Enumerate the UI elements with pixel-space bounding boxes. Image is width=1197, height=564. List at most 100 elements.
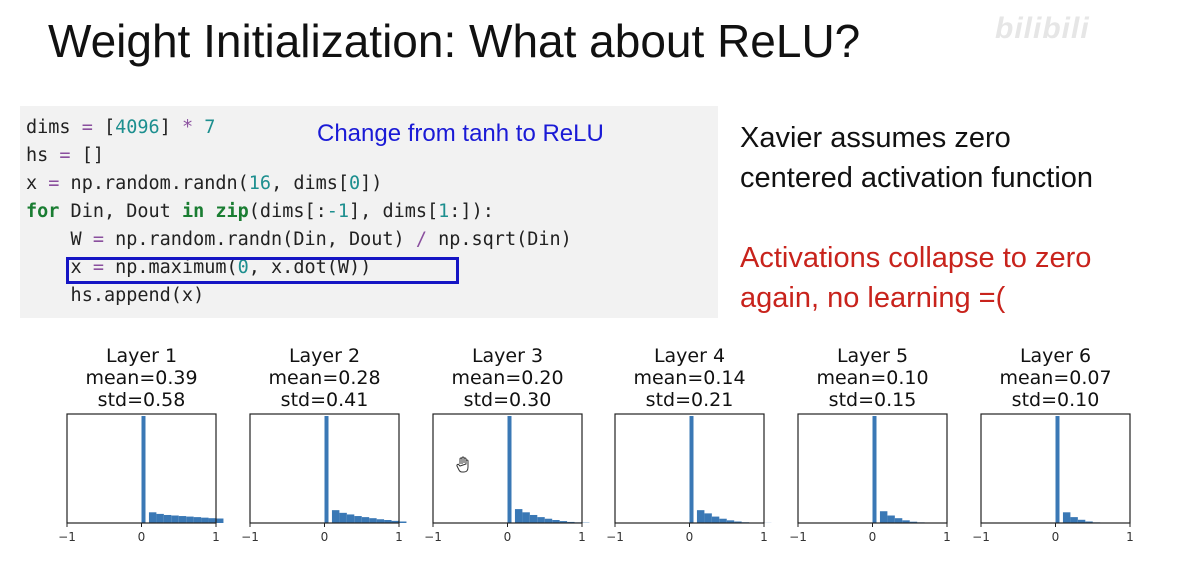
histogram-bar bbox=[514, 509, 523, 523]
histogram-bar bbox=[734, 521, 742, 523]
code-line-6: x = np.maximum(0, x.dot(W)) bbox=[26, 257, 372, 278]
histogram-stat: mean=0.39 bbox=[85, 367, 197, 389]
histogram-tick-label: 1 bbox=[1126, 530, 1134, 544]
histogram-bar bbox=[141, 416, 146, 523]
histogram-bar bbox=[156, 513, 164, 523]
histogram-stat: mean=0.10 bbox=[816, 367, 928, 389]
histogram-stat: mean=0.20 bbox=[451, 367, 563, 389]
histogram-bar bbox=[186, 516, 194, 523]
histogram-bar bbox=[399, 521, 407, 523]
histogram-bar bbox=[537, 517, 545, 523]
xavier-note: Xavier assumes zero centered activation … bbox=[740, 118, 1093, 198]
histogram-bar bbox=[887, 515, 895, 523]
histogram-stat: std=0.30 bbox=[464, 389, 552, 411]
histogram-tick-label: −1 bbox=[241, 530, 259, 544]
histogram-bar bbox=[346, 514, 355, 523]
histogram-title: Layer 4 bbox=[654, 345, 725, 367]
histogram-bar bbox=[354, 516, 362, 523]
histogram-title: Layer 1 bbox=[106, 345, 177, 367]
histogram-bar bbox=[1062, 512, 1071, 523]
histogram-tick-label: 1 bbox=[212, 530, 220, 544]
histogram-bar bbox=[726, 520, 735, 523]
histogram-tick-label: 0 bbox=[686, 530, 694, 544]
code-line-2: hs = [] bbox=[26, 145, 104, 166]
histogram-bar bbox=[507, 416, 512, 523]
histogram-tick-label: 0 bbox=[138, 530, 146, 544]
histogram-title: Layer 6 bbox=[1020, 345, 1091, 367]
histogram-stat: std=0.58 bbox=[98, 389, 186, 411]
code-line-7: hs.append(x) bbox=[26, 285, 205, 306]
histogram-stat: std=0.10 bbox=[1012, 389, 1100, 411]
histogram-bar bbox=[1055, 416, 1060, 523]
histogram-bar bbox=[1070, 517, 1078, 523]
histogram-tick-label: −1 bbox=[972, 530, 990, 544]
histogram-bar bbox=[361, 517, 370, 523]
histogram-bar bbox=[689, 416, 694, 523]
histogram-bar bbox=[339, 512, 347, 523]
histogram-title: Layer 3 bbox=[472, 345, 543, 367]
slide-title: Weight Initialization: What about ReLU? bbox=[48, 15, 861, 67]
histogram-bar bbox=[544, 518, 553, 523]
histogram-tick-label: 0 bbox=[869, 530, 877, 544]
highlight-box bbox=[66, 257, 459, 284]
histogram-stat: std=0.21 bbox=[646, 389, 734, 411]
histogram-bar bbox=[391, 520, 399, 523]
histogram-title: Layer 2 bbox=[289, 345, 360, 367]
histogram-tick-label: −1 bbox=[606, 530, 624, 544]
histogram-bar bbox=[178, 516, 187, 523]
collapse-warning-line-2: again, no learning =( bbox=[740, 282, 1006, 314]
collapse-warning: Activations collapse to zero again, no l… bbox=[740, 238, 1091, 318]
histogram-stat: std=0.41 bbox=[281, 389, 369, 411]
code-block: dims = [4096] * 7 hs = [] x = np.random.ra… bbox=[20, 106, 718, 318]
histogram-bar bbox=[711, 516, 720, 523]
histogram-bar bbox=[163, 514, 172, 523]
histogram-bar bbox=[909, 521, 918, 523]
histogram-bar bbox=[208, 518, 216, 523]
histogram-bar bbox=[879, 511, 888, 523]
histogram-bar bbox=[171, 515, 179, 523]
histogram-title: Layer 5 bbox=[837, 345, 908, 367]
histogram-bar bbox=[696, 510, 705, 523]
histogram-stat: mean=0.28 bbox=[268, 367, 380, 389]
code-note: Change from tanh to ReLU bbox=[317, 120, 604, 147]
histogram-tick-label: 0 bbox=[321, 530, 329, 544]
histogram-bar bbox=[872, 416, 877, 523]
histogram-bar bbox=[559, 521, 568, 523]
histogram-bar bbox=[894, 518, 903, 523]
histogram-bar bbox=[369, 518, 377, 523]
xavier-note-line-2: centered activation function bbox=[740, 162, 1094, 194]
histogram-bar bbox=[376, 519, 385, 523]
histogram-bar bbox=[331, 510, 340, 523]
histogram-bar bbox=[193, 517, 202, 523]
histogram-tick-label: −1 bbox=[58, 530, 76, 544]
histogram-bar bbox=[704, 513, 712, 523]
histogram-tick-label: −1 bbox=[789, 530, 807, 544]
histogram-tick-label: 1 bbox=[943, 530, 951, 544]
histogram-bar bbox=[522, 512, 530, 523]
histogram-tick-label: 1 bbox=[578, 530, 586, 544]
code-line-1: dims = [4096] * 7 bbox=[26, 117, 216, 138]
histogram-bar bbox=[216, 518, 224, 523]
code-line-4: for Din, Dout in zip(dims[:-1], dims[1:]… bbox=[26, 201, 494, 222]
histogram-tick-label: 0 bbox=[504, 530, 512, 544]
histogram-tick-label: −1 bbox=[424, 530, 442, 544]
xavier-note-line-1: Xavier assumes zero bbox=[740, 122, 1011, 154]
histogram-bar bbox=[201, 517, 209, 523]
bilibili-watermark: bilibili bbox=[995, 12, 1090, 45]
code-line-3: x = np.random.randn(16, dims[0]) bbox=[26, 173, 383, 194]
histogram-bar bbox=[1085, 521, 1093, 523]
histogram-bar bbox=[902, 520, 910, 523]
histogram-bar bbox=[148, 512, 157, 523]
code-line-5: W = np.random.randn(Din, Dout) / np.sqrt… bbox=[26, 229, 572, 250]
histogram-bar bbox=[529, 514, 538, 523]
histogram-stat: mean=0.07 bbox=[999, 367, 1111, 389]
histogram-bar bbox=[1077, 519, 1086, 523]
histogram-bar bbox=[552, 520, 560, 523]
histogram-stat: std=0.15 bbox=[829, 389, 917, 411]
